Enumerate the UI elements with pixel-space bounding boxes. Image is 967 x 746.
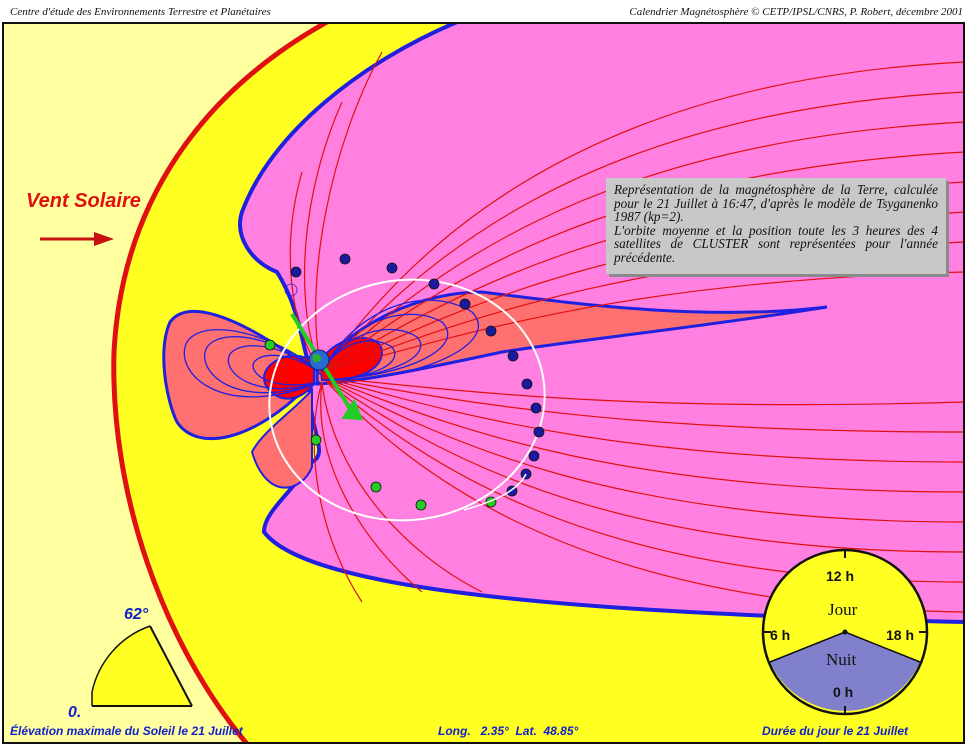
elevation-min-label: 0. bbox=[68, 704, 82, 721]
clock-night-word: Nuit bbox=[826, 650, 857, 669]
southern-lobe bbox=[250, 387, 313, 489]
elevation-caption: Élévation maximale du Soleil le 21 Juill… bbox=[10, 724, 243, 738]
tail-lobe bbox=[315, 290, 828, 386]
clock-label-6h: 6 h bbox=[770, 627, 791, 643]
tail-field-lines bbox=[289, 51, 965, 613]
bow-shock-line bbox=[111, 22, 329, 744]
clock-caption: Durée du jour le 21 Juillet bbox=[762, 724, 909, 738]
dipole-field-lines bbox=[183, 299, 479, 398]
clock-day-word: Jour bbox=[828, 600, 858, 619]
solar-wind-arrow bbox=[40, 232, 114, 246]
clock-label-12h: 12 h bbox=[826, 568, 855, 584]
description-line-1: Représentation de la magnétosphère de la… bbox=[614, 182, 938, 225]
orbit-tail-segments bbox=[463, 473, 527, 511]
clock-label-0h: 0 h bbox=[833, 684, 854, 700]
elevation-max-label: 62° bbox=[124, 606, 149, 623]
solar-wind-label: Vent Solaire bbox=[26, 190, 141, 212]
location-text: Long. 2.35° Lat. 48.85° bbox=[438, 724, 579, 738]
satellite-positions bbox=[264, 253, 545, 511]
description-line-2: L'orbite moyenne et la position toute le… bbox=[614, 222, 938, 265]
header-right-text: Calendrier Magnétosphère © CETP/IPSL/CNR… bbox=[629, 6, 963, 18]
cluster-orbit bbox=[268, 278, 546, 522]
day-length-clock bbox=[761, 548, 929, 716]
magnetosphere-diagram bbox=[2, 22, 965, 744]
description-box: Représentation de la magnétosphère de la… bbox=[606, 178, 946, 274]
clock-label-18h: 18 h bbox=[886, 627, 915, 643]
sun-elevation-gauge bbox=[91, 625, 193, 707]
header-left-text: Centre d'étude des Environnements Terres… bbox=[10, 6, 271, 18]
